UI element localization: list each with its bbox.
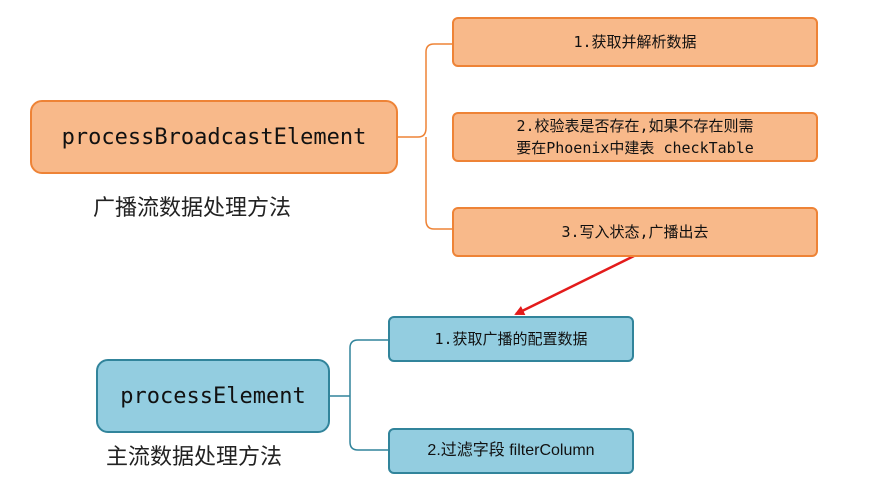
process-broadcast-element-label: processBroadcastElement — [61, 124, 367, 150]
broadcast-step-1-text: 1.获取并解析数据 — [573, 33, 697, 51]
red-arrow — [514, 254, 635, 316]
process-element-label: processElement — [120, 383, 306, 409]
bottom-bracket — [330, 339, 388, 451]
broadcast-step-3-text: 3.写入状态,广播出去 — [561, 223, 709, 241]
broadcast-step-2: 2.校验表是否存在,如果不存在则需 要在Phoenix中建表 checkTabl… — [452, 112, 818, 162]
broadcast-step-1: 1.获取并解析数据 — [452, 17, 818, 67]
broadcast-caption: 广播流数据处理方法 — [93, 196, 292, 221]
top-bracket — [398, 43, 452, 230]
main-stream-caption: 主流数据处理方法 — [106, 445, 283, 470]
process-element-node: processElement — [96, 359, 330, 433]
broadcast-step-2-line1: 2.校验表是否存在,如果不存在则需 — [516, 117, 754, 135]
broadcast-step-3: 3.写入状态,广播出去 — [452, 207, 818, 257]
main-step-1: 1.获取广播的配置数据 — [388, 316, 634, 362]
main-step-1-text: 1.获取广播的配置数据 — [434, 330, 588, 348]
broadcast-step-2-line2: 要在Phoenix中建表 checkTable — [516, 139, 754, 157]
main-step-2: 2.过滤字段 filterColumn — [388, 428, 634, 474]
process-broadcast-element-node: processBroadcastElement — [30, 100, 398, 174]
main-step-2-text: 2.过滤字段 filterColumn — [427, 442, 595, 459]
